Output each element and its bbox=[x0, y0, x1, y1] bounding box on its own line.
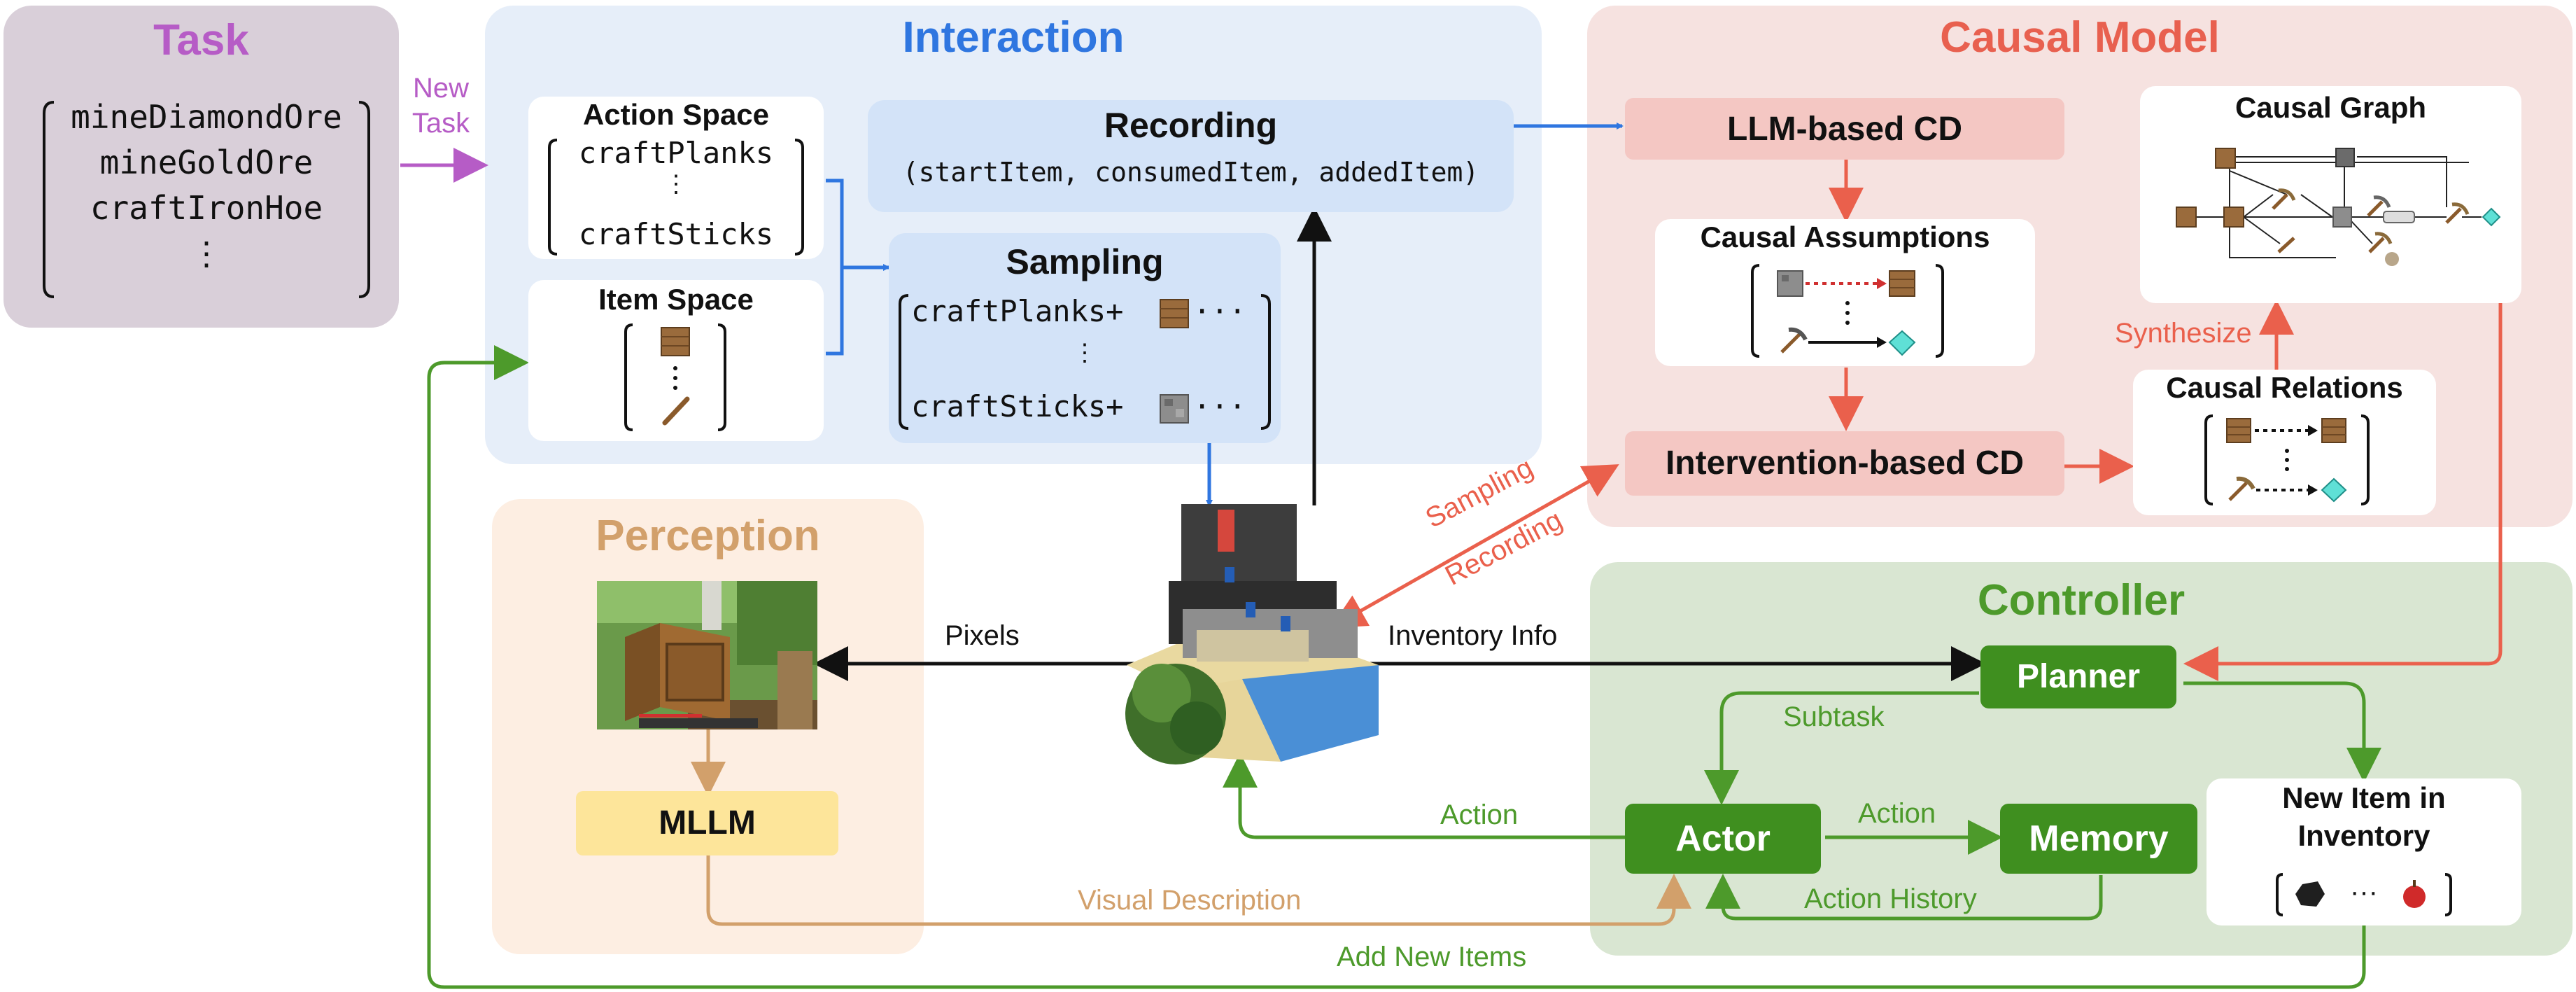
memory-to-actor-history-arrow bbox=[1705, 874, 2103, 921]
sampling-row-1-ellipsis: ··· bbox=[1193, 294, 1246, 328]
sampling-row-2-ellipsis: ··· bbox=[1193, 389, 1246, 424]
intervention-cd-box bbox=[1625, 431, 2064, 496]
action-space-item-more: ⋮ bbox=[664, 170, 688, 198]
task-panel bbox=[3, 6, 399, 328]
sampling-box bbox=[889, 233, 1281, 443]
coal-icon bbox=[2295, 881, 2325, 907]
controller-title: Controller bbox=[1977, 576, 2186, 624]
new-item-title-1: New Item in bbox=[2282, 781, 2446, 814]
planner-to-new-item-arrow bbox=[2183, 681, 2381, 783]
planks-block-icon bbox=[661, 327, 690, 356]
causal-assumptions-matrix bbox=[1751, 264, 1944, 358]
diamond-icon bbox=[1888, 330, 1916, 356]
inventory-info-label: Inventory Info bbox=[1388, 620, 1558, 651]
action-space-item-1: craftPlanks bbox=[578, 136, 774, 170]
recording-title: Recording bbox=[1104, 106, 1278, 145]
causal-graph-box bbox=[2140, 86, 2521, 303]
action-to-env-label: Action bbox=[1440, 799, 1519, 830]
causal-assumptions-title: Causal Assumptions bbox=[1700, 221, 1990, 253]
stick-icon bbox=[662, 396, 690, 426]
env-intervention-bidir-arrow bbox=[1330, 464, 1619, 628]
llm-cd-label: LLM-based CD bbox=[1727, 111, 1962, 148]
causal-relations-title: Causal Relations bbox=[2166, 371, 2403, 404]
apple-icon bbox=[2403, 880, 2426, 908]
causal-model-title: Causal Model bbox=[1940, 13, 2220, 62]
llm-cd-box bbox=[1625, 98, 2064, 160]
item-space-title: Item Space bbox=[598, 283, 754, 316]
causal-graph-drawing bbox=[2176, 148, 2501, 266]
sampling-row-more: ⋮ bbox=[1073, 339, 1097, 367]
new-item-title-2: Inventory bbox=[2297, 819, 2430, 852]
mllm-label: MLLM bbox=[659, 804, 756, 841]
sampling-matrix bbox=[899, 294, 1271, 430]
action-space-title: Action Space bbox=[582, 98, 770, 131]
new-item-box bbox=[2207, 778, 2521, 925]
actor-to-env-action-arrow bbox=[1223, 753, 1625, 839]
diamond-icon bbox=[2321, 477, 2347, 503]
pickaxe-icon bbox=[2228, 476, 2255, 501]
sampling-title: Sampling bbox=[1006, 242, 1164, 281]
actor-box: Actor bbox=[1625, 804, 1821, 874]
new-item-matrix bbox=[2276, 873, 2452, 916]
task-matrix-brackets bbox=[43, 101, 370, 298]
pixels-label: Pixels bbox=[945, 620, 1020, 651]
task-item-2: mineGoldOre bbox=[99, 144, 314, 181]
visual-description-arrow bbox=[706, 855, 1691, 926]
mllm-box bbox=[576, 791, 838, 855]
intervention-cd-label: Intervention-based CD bbox=[1665, 445, 2025, 482]
add-new-items-arrow bbox=[427, 345, 2366, 989]
planks-block-icon bbox=[1889, 270, 1915, 297]
recording-box bbox=[868, 100, 1514, 212]
task-item-1: mineDiamondOre bbox=[71, 98, 342, 136]
item-space-matrix bbox=[624, 323, 726, 431]
planner-to-actor-subtask-arrow bbox=[1704, 691, 1979, 805]
action-space-box bbox=[528, 97, 824, 259]
new-task-label-2: Task bbox=[411, 108, 470, 139]
spaces-to-sampling-arrow bbox=[826, 179, 889, 356]
vertical-dots-icon bbox=[673, 366, 677, 390]
sampling-row-1: craftPlanks+ bbox=[911, 294, 1124, 328]
visual-description-label: Visual Description bbox=[1078, 885, 1302, 916]
cobblestone-block-icon bbox=[1160, 394, 1189, 424]
action-space-brackets bbox=[548, 139, 804, 256]
causal-graph-title: Causal Graph bbox=[2234, 91, 2427, 124]
add-new-items-label: Add New Items bbox=[1337, 942, 1527, 972]
planks-block-icon bbox=[2321, 418, 2346, 443]
sampling-row-2: craftSticks+ bbox=[911, 389, 1124, 424]
planner-box: Planner bbox=[1980, 645, 2176, 708]
new-item-ellipsis: ··· bbox=[2350, 876, 2378, 907]
recording-tuple: (startItem, consumedItem, addedItem) bbox=[902, 157, 1479, 188]
perception-title: Perception bbox=[596, 512, 820, 560]
causal-relations-matrix bbox=[2204, 414, 2370, 505]
memory-box: Memory bbox=[2000, 804, 2197, 874]
synthesize-label: Synthesize bbox=[2115, 318, 2252, 349]
task-item-more: ⋮ bbox=[190, 235, 223, 272]
action-to-memory-label: Action bbox=[1858, 798, 1936, 829]
minecraft-environment-image bbox=[1125, 504, 1379, 764]
graph-to-planner-arrow bbox=[2183, 300, 2503, 681]
planks-block-icon bbox=[2226, 418, 2251, 443]
subtask-label: Subtask bbox=[1783, 701, 1885, 732]
action-history-label: Action History bbox=[1804, 883, 1977, 914]
game-screenshot-image bbox=[597, 581, 817, 729]
new-task-label-1: New bbox=[412, 73, 470, 104]
planks-block-icon bbox=[1160, 299, 1189, 328]
action-space-item-2: craftSticks bbox=[578, 217, 774, 251]
pickaxe-icon bbox=[1780, 327, 1808, 354]
interaction-title: Interaction bbox=[902, 13, 1125, 62]
cobblestone-block-icon bbox=[1777, 270, 1803, 297]
task-item-3: craftIronHoe bbox=[90, 189, 323, 227]
task-title: Task bbox=[153, 16, 249, 64]
